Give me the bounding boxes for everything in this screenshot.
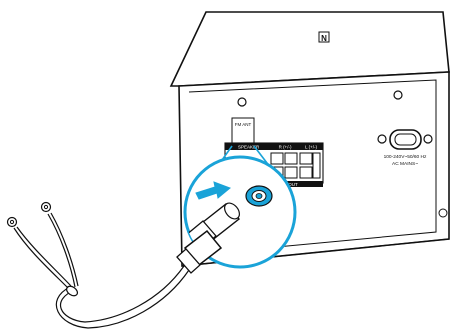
ac-mains-screw-right: [423, 134, 433, 144]
cable-lead-left-2: [16, 226, 72, 287]
speaker-terminal-left: [299, 152, 321, 179]
cable-main: [60, 265, 185, 323]
device-side-screw: [438, 208, 448, 218]
cable-lug-left: [6, 216, 18, 228]
antenna-plug: [176, 229, 223, 274]
nfc-mark: N: [321, 34, 327, 43]
nfc-icon: [318, 31, 330, 43]
ac-mains-label: AC MAINS~: [392, 161, 418, 167]
device-screw: [237, 97, 247, 107]
speaker-section-bottom-label: OUT: [288, 182, 298, 187]
antenna-cable: [6, 201, 190, 329]
fm-antenna-label: FM ANT: [235, 122, 252, 127]
fm-antenna-socket-area: FM ANT: [231, 117, 255, 147]
cable-lead-right: [47, 213, 76, 288]
device-screw: [393, 90, 403, 100]
ac-mains-voltage: 100-240V~50/60 Hz: [384, 154, 427, 160]
cable-main-outer: [55, 269, 190, 329]
cable-lug-right: [40, 201, 52, 213]
plug-neck: [176, 248, 201, 274]
ac-mains-inlet-inner: [394, 133, 417, 146]
speaker-left-label: L (+/-): [305, 145, 317, 150]
device-panel-edge: [188, 79, 437, 256]
antenna-socket-zoomed: [245, 185, 273, 207]
ac-mains-screw-left: [377, 134, 387, 144]
nfc-badge: N: [318, 31, 330, 43]
ac-mains-socket: 100-240V~50/60 Hz AC MAINS~: [377, 129, 433, 167]
cable-lead-right-2: [50, 212, 79, 287]
speaker-section-top-label: SPEAKER: [238, 145, 260, 150]
device-top-surface: [169, 11, 450, 87]
speaker-out-header-bar: [225, 143, 323, 150]
speaker-right-label: R (+/-): [279, 145, 292, 150]
insert-direction-arrow: [195, 181, 231, 200]
cable-lead-left: [13, 227, 69, 289]
